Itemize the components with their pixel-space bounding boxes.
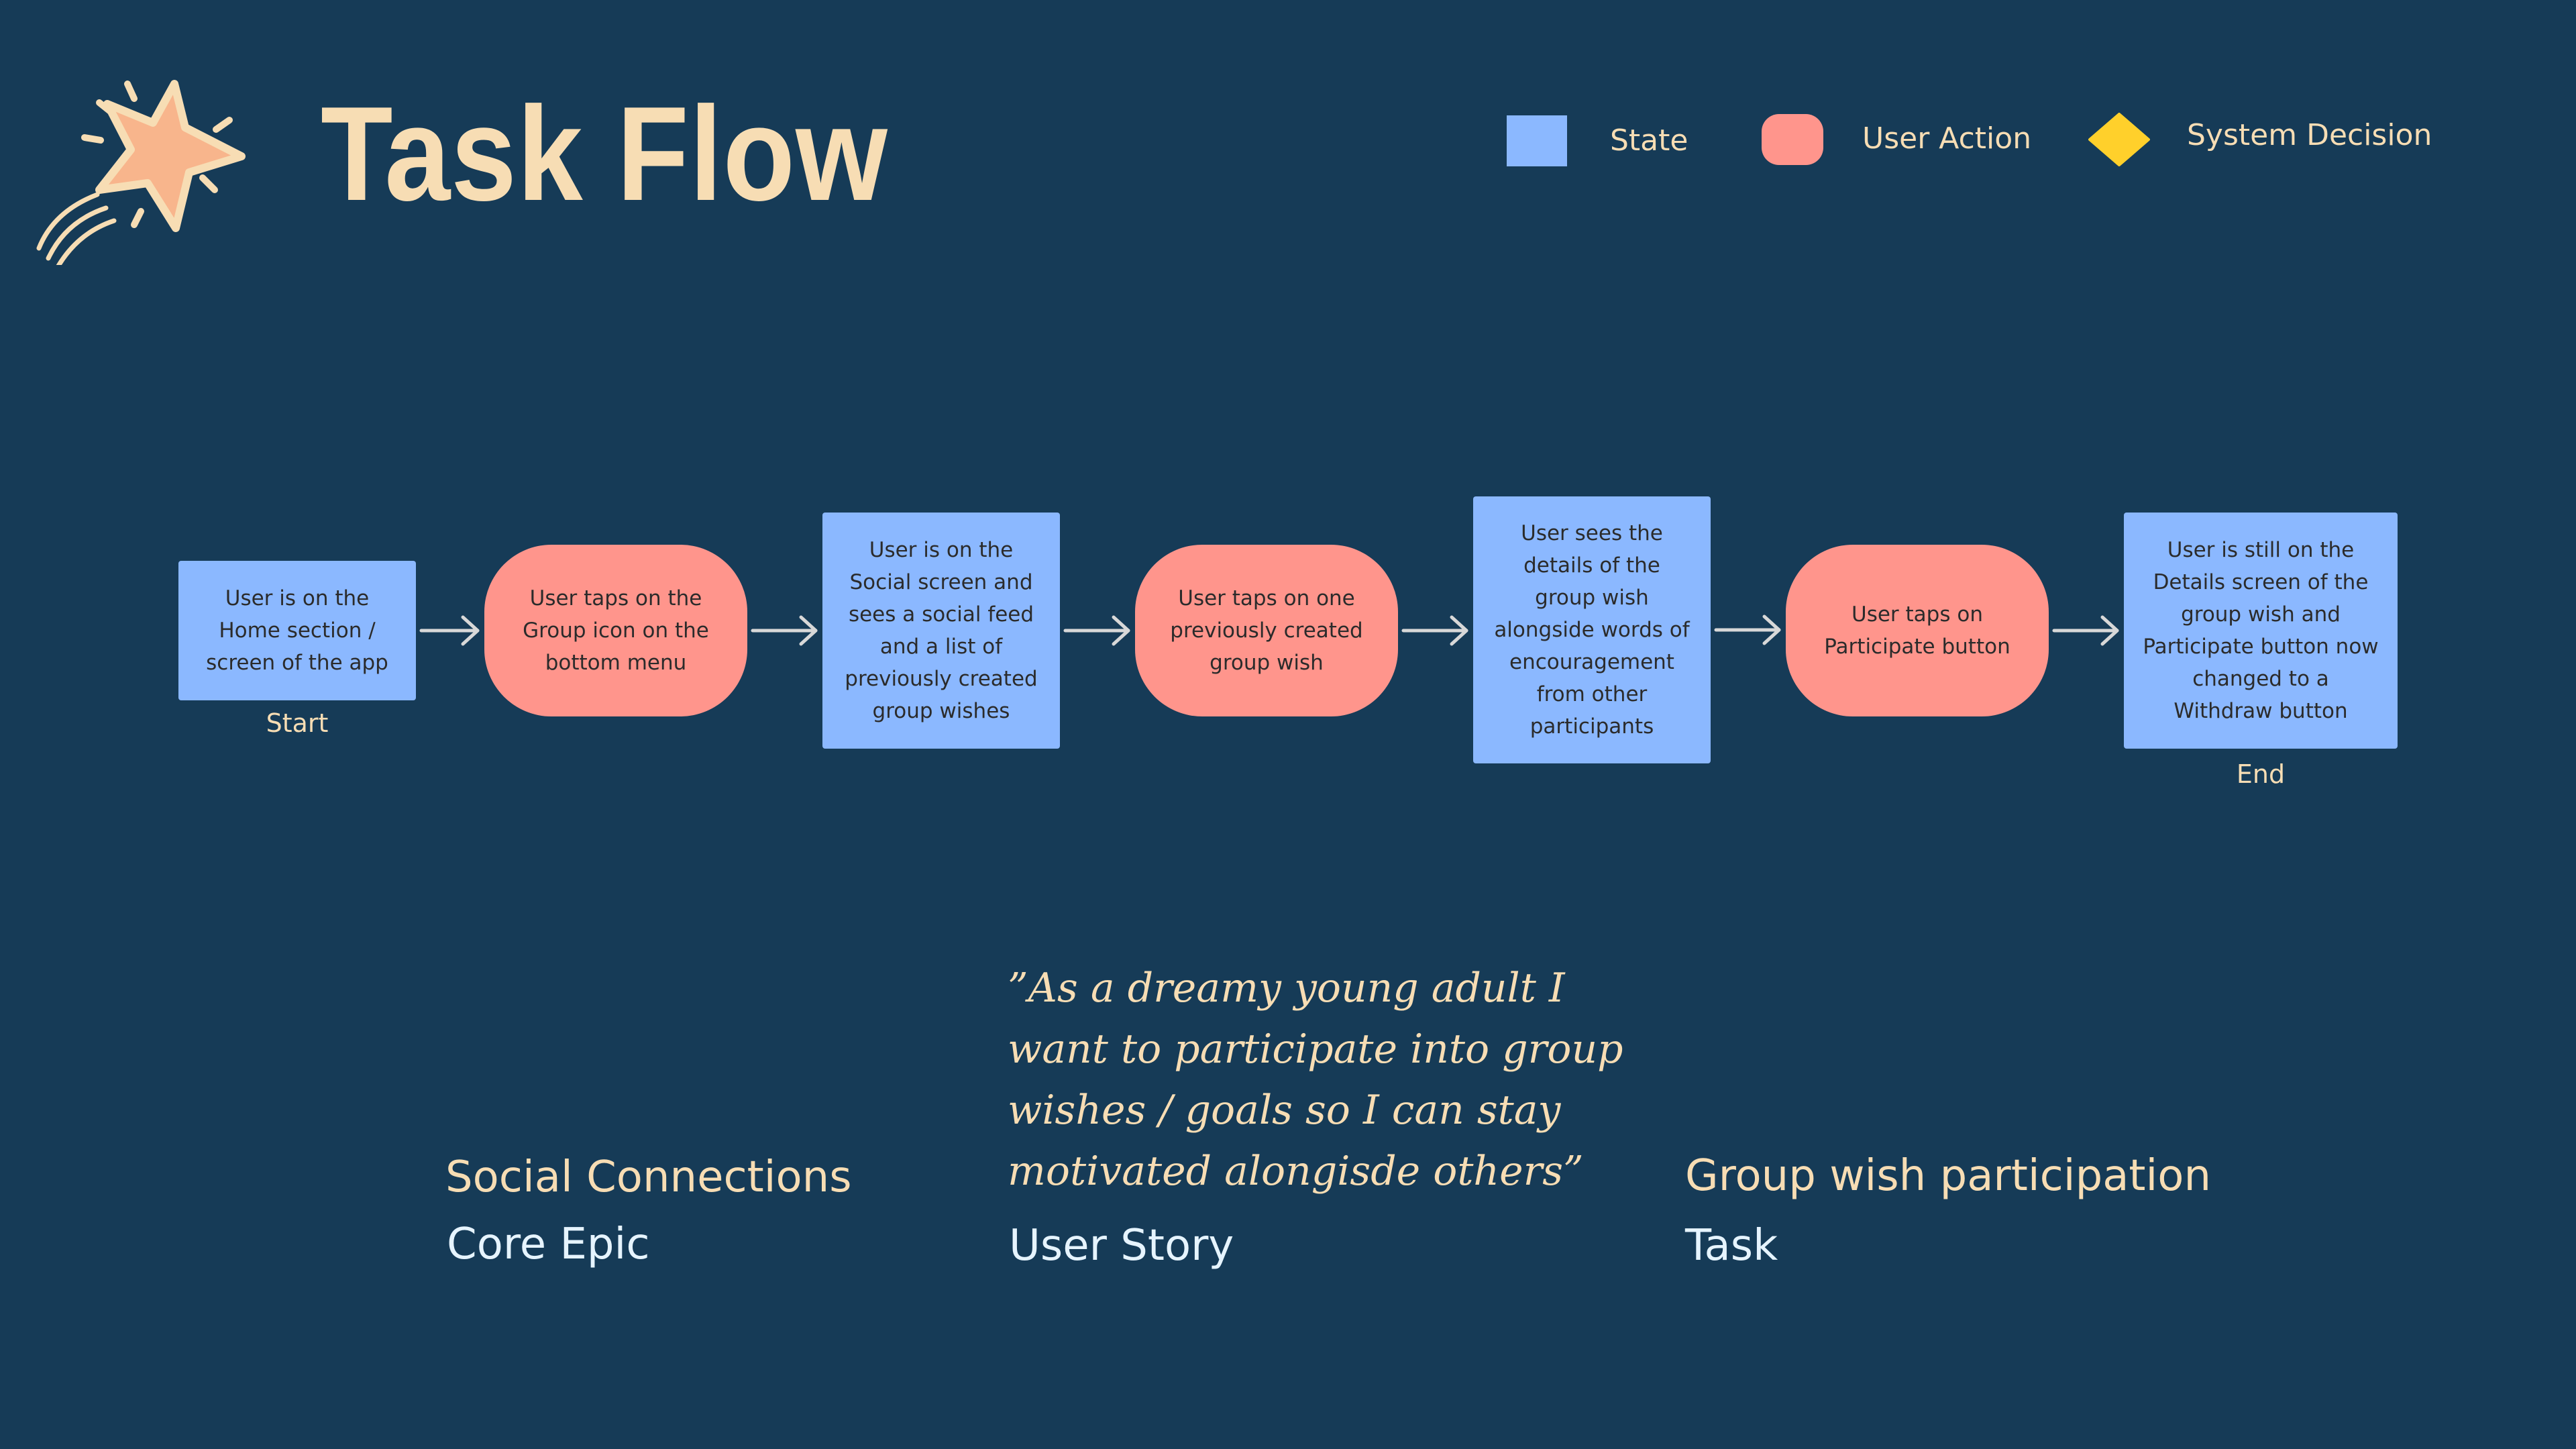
legend-user-action-label: User Action [1862,121,2032,156]
node-text: User taps on one previously created grou… [1170,586,1363,675]
node-text: User is on the Home section / screen of … [206,586,388,675]
node-text: User sees the details of the group wish … [1494,521,1690,739]
core-epic-value: Social Connections [445,1152,852,1202]
flow-node-action-tap-group-icon: User taps on the Group icon on the botto… [484,545,747,716]
legend-system-decision-diamond-icon [2088,113,2150,166]
flow-node-state-social-screen: User is on the Social screen and sees a … [822,513,1060,749]
legend-state-label: State [1610,123,1688,158]
user-story-label: User Story [1009,1221,1234,1271]
flow-arrow [419,615,480,646]
flow-node-action-tap-group-wish: User taps on one previously created grou… [1135,545,1398,716]
node-text: User taps on Participate button [1824,602,2010,659]
flow-node-state-wish-details: User sees the details of the group wish … [1473,496,1711,763]
node-text: User is still on the Details screen of t… [2143,538,2379,723]
page-title: Task Flow [321,79,888,229]
node-text: User is on the Social screen and sees a … [845,538,1038,723]
flow-arrow [1401,615,1468,646]
flow-end-label: End [2236,759,2286,789]
task-label: Task [1685,1221,1778,1271]
legend-state-swatch [1507,115,1567,166]
task-value: Group wish participation [1685,1151,2211,1201]
shooting-star-icon [36,80,246,265]
core-epic-label: Core Epic [447,1220,650,1269]
flow-arrow [2052,615,2119,646]
flow-start-label: Start [266,708,329,738]
legend-system-decision-label: System Decision [2187,118,2432,152]
flow-node-action-tap-participate: User taps on Participate button [1786,545,2049,716]
flow-arrow [1063,615,1130,646]
flow-node-state-home: User is on the Home section / screen of … [178,561,416,700]
flow-arrow [1714,614,1781,645]
flow-node-state-withdraw: User is still on the Details screen of t… [2124,513,2398,749]
node-text: User taps on the Group icon on the botto… [523,586,709,675]
flow-arrow [751,615,818,646]
legend-user-action-swatch [1762,114,1823,165]
user-story-quote: ”As a dreamy young adult I want to parti… [1008,965,1623,1195]
